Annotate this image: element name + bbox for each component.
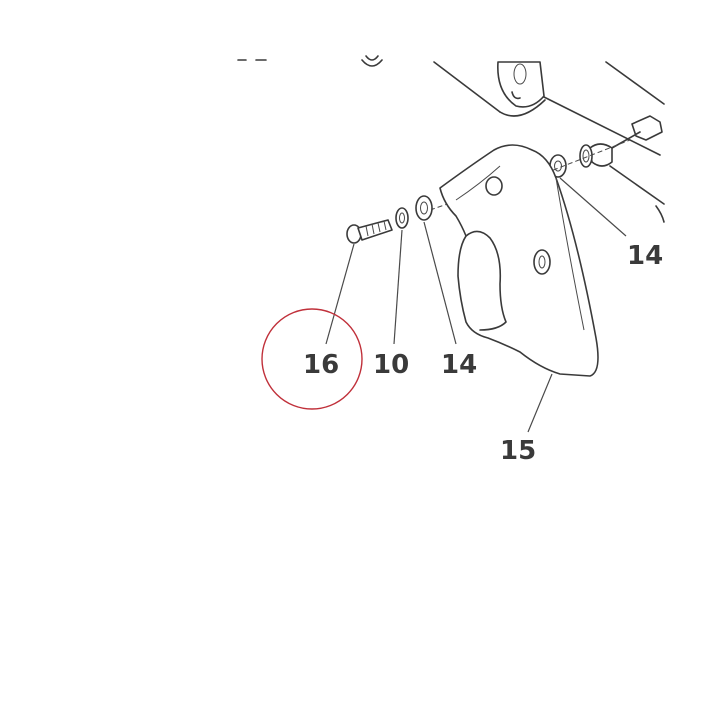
label-part-14-front: 14 — [441, 350, 477, 380]
leader-15 — [527, 373, 553, 433]
label-part-10: 10 — [373, 350, 409, 380]
bolt-16 — [346, 219, 393, 244]
label-part-15: 15 — [500, 436, 536, 466]
leader-16 — [325, 243, 355, 345]
leader-10 — [393, 229, 403, 345]
washer-14-front — [415, 195, 433, 221]
label-part-16: 16 — [303, 350, 339, 380]
rear-bolt-assembly — [579, 115, 663, 168]
side-guard-plate — [439, 144, 599, 377]
leader-14-rear — [559, 177, 627, 237]
mower-housing-frame — [433, 61, 665, 223]
top-fragment-marks — [237, 55, 383, 67]
highlight-circle — [261, 308, 363, 410]
lock-washer-10 — [395, 207, 409, 229]
leader-14-front — [423, 221, 457, 345]
label-part-14-rear: 14 — [627, 241, 663, 271]
